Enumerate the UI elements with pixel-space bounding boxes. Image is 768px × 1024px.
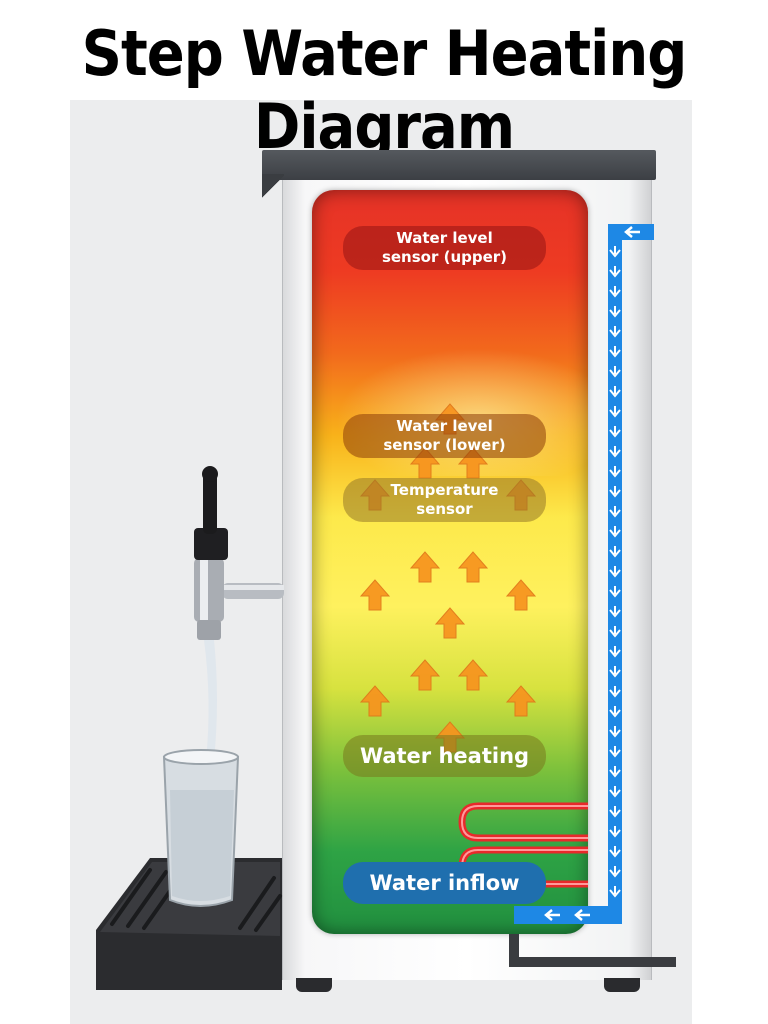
page-title: Step Water Heating Diagram — [81, 18, 688, 164]
water-stream — [204, 640, 217, 760]
down-arrow-icon — [609, 866, 621, 878]
up-arrow-icon — [409, 551, 441, 583]
up-arrow-icon — [359, 685, 391, 717]
down-arrow-icon — [609, 626, 621, 638]
down-arrow-icon — [609, 606, 621, 618]
water-boiler-lid — [262, 150, 656, 180]
up-arrow-icon — [457, 659, 489, 691]
down-arrow-icon — [609, 686, 621, 698]
down-arrow-icon — [609, 486, 621, 498]
up-arrow-icon — [409, 659, 441, 691]
down-arrow-icon — [609, 666, 621, 678]
label-temperature-sensor: Temperature sensor — [343, 478, 546, 522]
down-arrow-icon — [609, 726, 621, 738]
down-arrow-icon — [609, 266, 621, 278]
lid-edge — [262, 174, 284, 200]
down-arrow-icon — [609, 306, 621, 318]
label-water-level-sensor-lower: Water level sensor (lower) — [343, 414, 546, 458]
down-arrow-icon — [609, 366, 621, 378]
down-arrow-icon — [609, 766, 621, 778]
up-arrow-icon — [505, 579, 537, 611]
down-arrow-icon — [609, 586, 621, 598]
glass-icon — [162, 749, 240, 907]
down-arrow-icon — [609, 886, 621, 898]
up-arrow-icon — [359, 579, 391, 611]
down-arrow-icon — [609, 506, 621, 518]
water-tank-cutaway — [312, 190, 588, 934]
down-arrow-icon — [609, 466, 621, 478]
up-arrow-icon — [505, 685, 537, 717]
boiler-foot-left — [296, 978, 332, 992]
down-arrow-icon — [609, 706, 621, 718]
up-arrow-icon — [434, 607, 466, 639]
left-arrow-icon — [574, 909, 590, 921]
label-water-inflow: Water inflow — [343, 862, 546, 904]
tap-icon — [194, 466, 284, 640]
down-arrow-icon — [609, 326, 621, 338]
left-arrow-icon — [544, 909, 560, 921]
down-arrow-icon — [609, 246, 621, 258]
down-arrow-icon — [609, 846, 621, 858]
down-arrow-icon — [609, 806, 621, 818]
down-arrow-icon — [609, 786, 621, 798]
label-water-heating: Water heating — [343, 735, 546, 777]
down-arrow-icon — [609, 286, 621, 298]
down-arrow-icon — [609, 346, 621, 358]
down-arrow-icon — [609, 546, 621, 558]
down-arrow-icon — [609, 566, 621, 578]
down-arrow-icon — [609, 746, 621, 758]
down-arrow-icon — [609, 426, 621, 438]
down-arrow-icon — [609, 446, 621, 458]
down-arrow-icon — [609, 386, 621, 398]
pipe-bottom — [514, 906, 622, 924]
outlet-pipe — [509, 934, 676, 967]
label-water-level-sensor-upper: Water level sensor (upper) — [343, 226, 546, 270]
down-arrow-icon — [609, 646, 621, 658]
down-arrow-icon — [609, 406, 621, 418]
left-arrow-icon — [624, 226, 640, 238]
down-arrow-icon — [609, 526, 621, 538]
boiler-foot-right — [604, 978, 640, 992]
up-arrow-icon — [457, 551, 489, 583]
down-arrow-icon — [609, 826, 621, 838]
